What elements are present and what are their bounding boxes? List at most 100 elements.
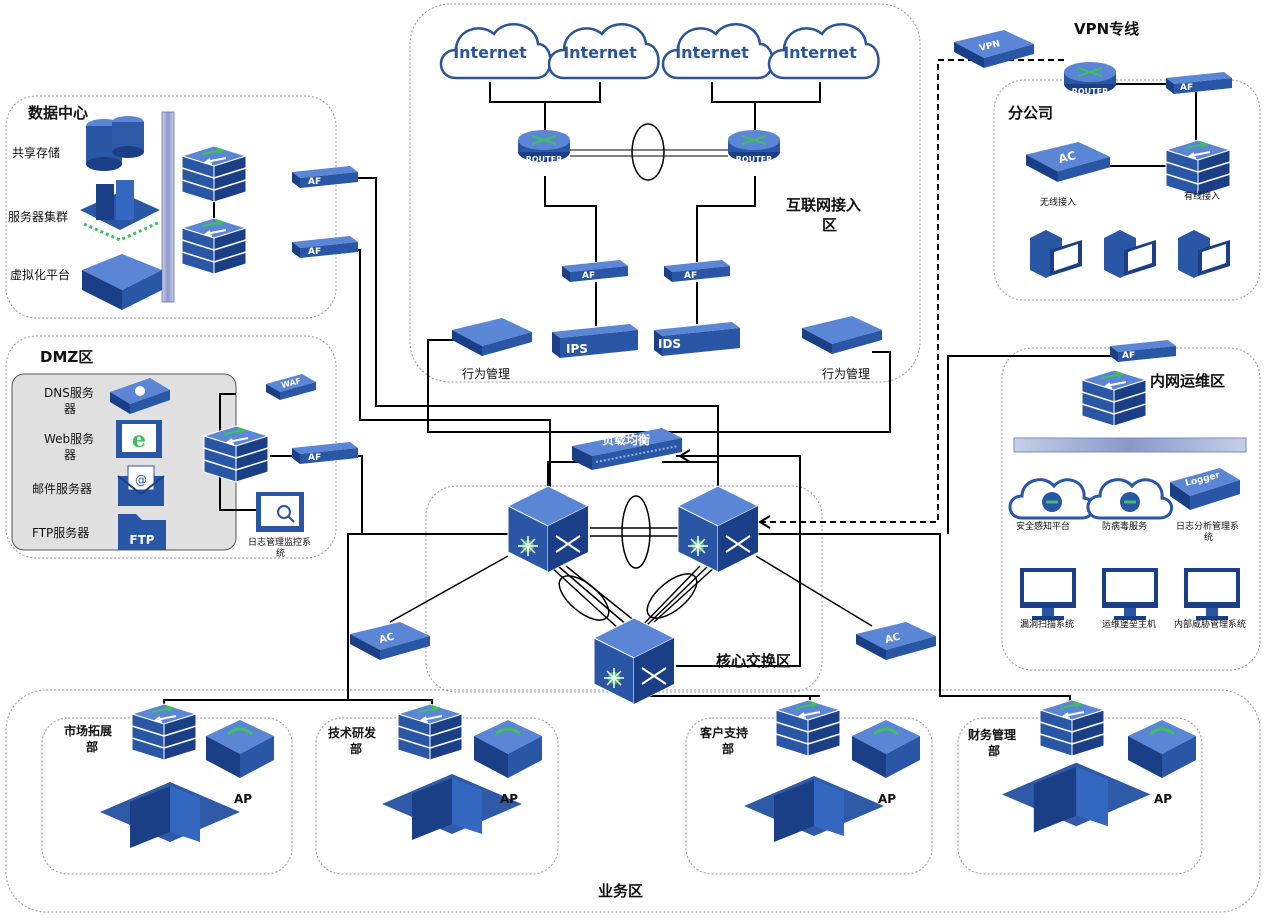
- internet-cloud: Internet: [767, 23, 880, 80]
- vpn-dashed-link: [760, 59, 1066, 523]
- security-awareness-icon: [1008, 478, 1095, 520]
- af-tag: AF: [308, 177, 321, 187]
- dept-support-label-line1: 客户支持: [700, 726, 749, 740]
- insider-threat-icon: [1184, 568, 1240, 620]
- zone-dept-tech: [315, 717, 559, 875]
- dmz-ftp-label: FTP服务器: [32, 526, 90, 540]
- load-balancer-icon: 负载均衡: [572, 428, 682, 470]
- access-point-icon: [852, 720, 920, 778]
- ap-label: AP: [1154, 792, 1173, 806]
- behavior-management-device-icon: [452, 318, 532, 356]
- svg-text:e: e: [132, 427, 146, 453]
- behavior-mgmt-label-right: 行为管理: [822, 367, 871, 381]
- building-icon: [382, 774, 522, 840]
- zone-title-branch: 分公司: [1008, 104, 1054, 122]
- ids-device-icon: IDS: [654, 322, 740, 356]
- ops-item-log-analysis-line2: 统: [1204, 533, 1214, 543]
- internet-cloud-label: Internet: [675, 43, 749, 62]
- ac-controller-icon: AC: [350, 622, 430, 660]
- ops-item-insider-threat: 内部威胁管理系统: [1174, 620, 1247, 630]
- zone-dmz: [5, 335, 337, 559]
- lb-arrow-head: [678, 449, 691, 463]
- router-icon: ROUTER: [727, 129, 781, 164]
- branch-pc-icon: [1104, 230, 1156, 278]
- behavior-mgmt-label-left: 行为管理: [462, 367, 511, 381]
- branch-switch-icon: [1165, 139, 1231, 197]
- router-tag: ROUTER: [1072, 87, 1109, 96]
- ftp-server-icon: FTP: [118, 514, 166, 550]
- shared-storage-icon: [86, 116, 144, 171]
- building-icon: [1002, 762, 1151, 833]
- dmz-mail-label: 邮件服务器: [32, 482, 93, 496]
- core-lag-ellipse-left: [558, 575, 610, 621]
- branch-wireless-label: 无线接入: [1040, 198, 1077, 208]
- building-icon: [744, 776, 884, 842]
- vpn-arrow-head: [758, 515, 771, 529]
- access-point-icon: [206, 720, 274, 778]
- zone-title-internet-access-line2: 区: [822, 216, 838, 234]
- branch-pc-icon: [1030, 230, 1082, 278]
- af-tag: AF: [308, 247, 321, 257]
- router-tag: ROUTER: [736, 155, 773, 164]
- dept-switch-icon: [1039, 699, 1105, 757]
- dept-switch-icon: [397, 703, 463, 761]
- building-icon: [100, 782, 240, 848]
- dmz-log-label-line2: 统: [276, 549, 286, 559]
- zone-title-ops: 内网运维区: [1150, 372, 1226, 390]
- core-lag-ellipse-right: [646, 573, 698, 619]
- internet-cloud: Internet: [661, 23, 774, 80]
- ops-switch-icon: [1081, 369, 1147, 427]
- zone-branch: [993, 79, 1261, 301]
- af-firewall-icon: AF: [664, 260, 730, 282]
- core-switch-icon: [677, 485, 759, 573]
- datacenter-switch-icon: [181, 217, 247, 275]
- zone-title-vpn: VPN专线: [1074, 20, 1140, 38]
- dept-finance-label-line2: 部: [988, 744, 1001, 758]
- zone-title-internet-access-line1: 互联网接入: [786, 196, 862, 214]
- af-firewall-icon: AF: [1110, 340, 1176, 362]
- access-point-icon: [474, 720, 542, 778]
- antivirus-icon: [1086, 478, 1173, 520]
- behavior-management-device-icon: [802, 316, 882, 354]
- datacenter-item-virtual: 虚拟化平台: [10, 268, 71, 282]
- router-tag: ROUTER: [526, 155, 563, 164]
- ops-bus-bar: [1013, 437, 1247, 453]
- router-icon: ROUTER: [1063, 61, 1117, 96]
- ac-controller-icon: AC: [1026, 142, 1110, 182]
- datacenter-switch-icon: [181, 145, 247, 203]
- router-lag-ellipse: [631, 123, 665, 181]
- ftp-tag: FTP: [129, 533, 154, 547]
- web-server-icon: e: [116, 420, 162, 458]
- af-tag: AF: [684, 271, 697, 281]
- zone-title-core: 核心交换区: [716, 652, 792, 670]
- af-firewall-icon: AF: [292, 442, 358, 464]
- svg-text:@: @: [135, 473, 147, 487]
- af-tag: AF: [1180, 83, 1193, 93]
- zone-dept-market: [41, 717, 293, 875]
- zone-internet-access: [409, 3, 921, 383]
- vuln-scan-icon: [1020, 568, 1076, 620]
- datacenter-item-storage: 共享存储: [12, 146, 61, 160]
- af-tag: AF: [308, 453, 321, 463]
- zone-datacenter: [5, 95, 337, 319]
- ac-controller-icon: AC: [856, 622, 936, 660]
- load-balancer-tag: 负载均衡: [602, 432, 650, 447]
- internet-cloud: Internet: [547, 23, 660, 80]
- dmz-switch-icon: [203, 425, 269, 483]
- zone-business: [5, 689, 1261, 913]
- datacenter-item-cluster: 服务器集群: [8, 210, 69, 224]
- vpn-tag: VPN: [978, 39, 1001, 54]
- af-tag: AF: [582, 271, 595, 281]
- ap-label: AP: [234, 792, 253, 806]
- waf-device-icon: WAF: [266, 374, 316, 400]
- server-cluster-icon: [80, 180, 161, 242]
- ops-item-log-analysis-line1: 日志分析管理系: [1176, 522, 1240, 532]
- virtualization-platform-icon: [82, 254, 162, 310]
- dmz-dns-label-line2: 器: [64, 402, 77, 416]
- dept-switch-icon: [775, 699, 841, 757]
- dept-market-label-line2: 部: [86, 740, 99, 754]
- af-firewall-icon: AF: [292, 236, 358, 258]
- dmz-dns-label-line1: DNS服务: [44, 386, 94, 400]
- ips-device-icon: IPS: [552, 324, 638, 358]
